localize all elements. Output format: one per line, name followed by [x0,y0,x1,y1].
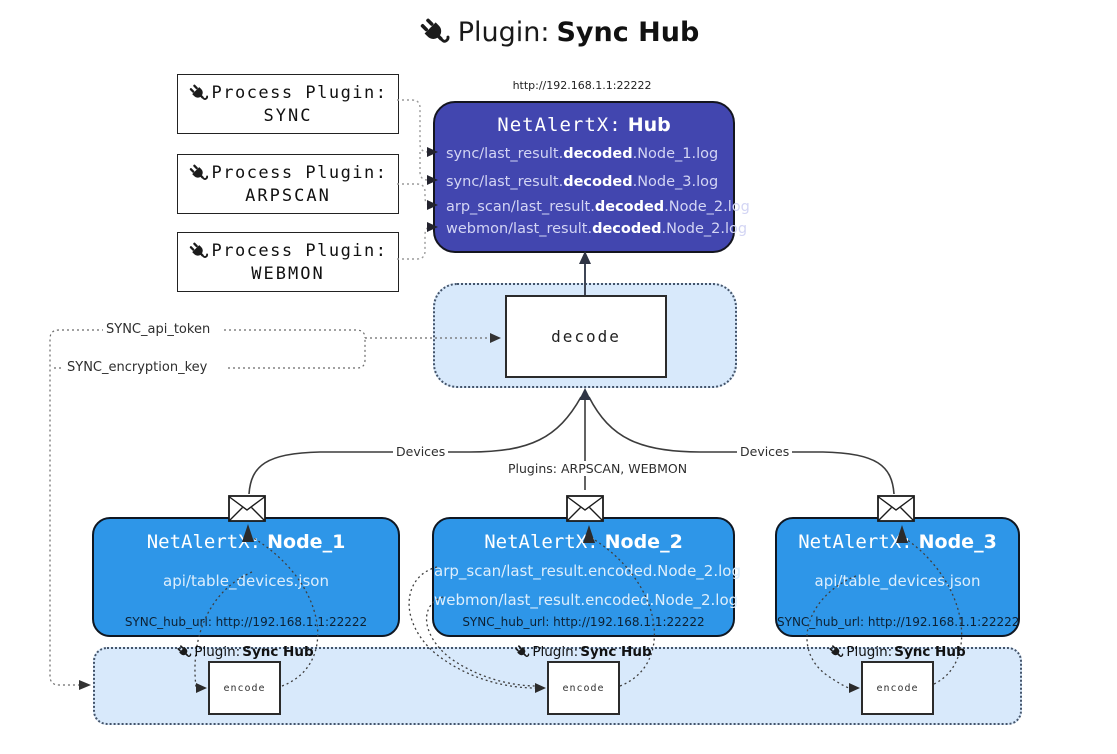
process-plugin-name: WEBMON [251,263,325,284]
hub-name: Hub [627,114,671,136]
encode-box: encode [547,661,620,715]
log-pre: webmon/last_result. [446,221,593,237]
log-bold: decoded [592,221,662,237]
process-plugin-row: Process Plugin: [188,241,387,262]
process-plugin-label: Process Plugin: [211,83,388,103]
title-name: Sync Hub [556,17,700,48]
encoder-plugin-label: Plugin: Sync Hub [817,644,977,660]
node-hub-url: SYNC_hub_url: http://192.168.1.1:22222 [777,615,1020,629]
node-name: Node_2 [604,531,683,553]
node-title: NetAlertX: Node_1 [94,531,398,553]
plug-icon [184,158,214,188]
node-box-node1: NetAlertX: Node_1 api/table_devices.json… [92,517,400,637]
process-plugin-label: Process Plugin: [211,241,388,261]
decode-box: decode [505,295,667,378]
encoder-label-name: Sync Hub [242,644,314,660]
plug-icon [184,78,214,108]
log-pre: sync/last_result. [446,146,564,162]
encode-box: encode [208,661,281,715]
process-plugin-name: ARPSCAN [245,185,331,206]
node-app-name: NetAlertX: [146,531,262,553]
device-edges [248,396,895,495]
encoder-label-name: Sync Hub [894,644,966,660]
log-post: .Node_2.log [664,199,750,215]
plugin-connectors [397,99,432,260]
node-app-name: NetAlertX: [484,531,599,553]
encoder-label-prefix: Plugin: [532,644,579,660]
sync-api-token-label: SYNC_api_token [103,322,214,337]
encoder-plugin-label: Plugin: Sync Hub [503,644,663,660]
process-plugin-row: Process Plugin: [188,163,387,184]
node-hub-url: SYNC_hub_url: http://192.168.1.1:22222 [462,615,705,629]
node-file: webmon/last_result.encoded.Node_2.log [434,591,739,609]
sync-encryption-key-label: SYNC_encryption_key [64,360,211,375]
log-pre: arp_scan/last_result. [446,199,595,215]
process-plugin-box-sync: Process Plugin: SYNC [177,74,399,134]
process-plugin-label: Process Plugin: [211,163,388,183]
log-pre: sync/last_result. [446,174,564,190]
hub-app-name: NetAlertX: [497,114,622,136]
process-plugin-name: SYNC [263,105,313,126]
node-title: NetAlertX: Node_3 [777,531,1018,553]
plug-icon [411,9,458,56]
node-file: arp_scan/last_result.encoded.Node_2.log [434,562,741,580]
hub-box: NetAlertX: Hub sync/last_result.decoded.… [433,101,750,253]
plug-icon [173,641,196,664]
plug-icon [184,236,214,266]
title-prefix: Plugin: [457,17,550,48]
node-file: api/table_devices.json [163,572,329,590]
log-post: .Node_1.log [632,146,719,162]
hub-log-entry: sync/last_result.decoded.Node_1.log [446,146,718,166]
process-plugin-box-webmon: Process Plugin: WEBMON [177,232,399,292]
encoder-label-prefix: Plugin: [846,644,893,660]
hub-log-entry: webmon/last_result.decoded.Node_2.log [446,221,747,241]
log-post: .Node_3.log [632,174,719,190]
log-bold: decoded [563,146,633,162]
hub-url: http://192.168.1.1:22222 [512,79,652,92]
node-name: Node_3 [918,531,997,553]
envelope-icon [566,495,604,522]
plug-icon [825,641,848,664]
edge-label-plugins: Plugins: ARPSCAN, WEBMON [505,461,691,476]
node-name: Node_1 [267,531,346,553]
envelope-icon [877,495,915,522]
process-plugin-row: Process Plugin: [188,83,387,104]
hub-title: NetAlertX: Hub [435,114,733,136]
node-box-node3: NetAlertX: Node_3 api/table_devices.json… [775,517,1020,637]
encoder-label-prefix: Plugin: [194,644,241,660]
diagram-title: Plugin: Sync Hub [0,16,1117,49]
encode-box: encode [861,661,934,715]
log-bold: decoded [594,199,665,215]
node-app-name: NetAlertX: [798,531,913,553]
converge-arrowhead [579,388,591,400]
node-title: NetAlertX: Node_2 [434,531,733,553]
node-file: api/table_devices.json [814,572,981,590]
edge-label-devices-left: Devices [393,444,449,459]
hub-log-entry: sync/last_result.decoded.Node_3.log [446,174,718,194]
node-hub-url: SYNC_hub_url: http://192.168.1.1:22222 [124,615,368,629]
node-box-node2: NetAlertX: Node_2 arp_scan/last_result.e… [432,517,741,637]
envelope-icon [228,495,266,522]
edge-label-devices-right: Devices [737,444,793,459]
settings-to-band-arrowhead [79,680,91,690]
hub-log-entry: arp_scan/last_result.decoded.Node_2.log [446,199,750,219]
plug-icon [511,641,534,664]
log-bold: decoded [563,174,633,190]
log-post: .Node_2.log [661,221,748,237]
encoder-label-name: Sync Hub [580,644,652,660]
process-plugin-box-arpscan: Process Plugin: ARPSCAN [177,154,399,214]
encoder-plugin-label: Plugin: Sync Hub [165,644,325,660]
